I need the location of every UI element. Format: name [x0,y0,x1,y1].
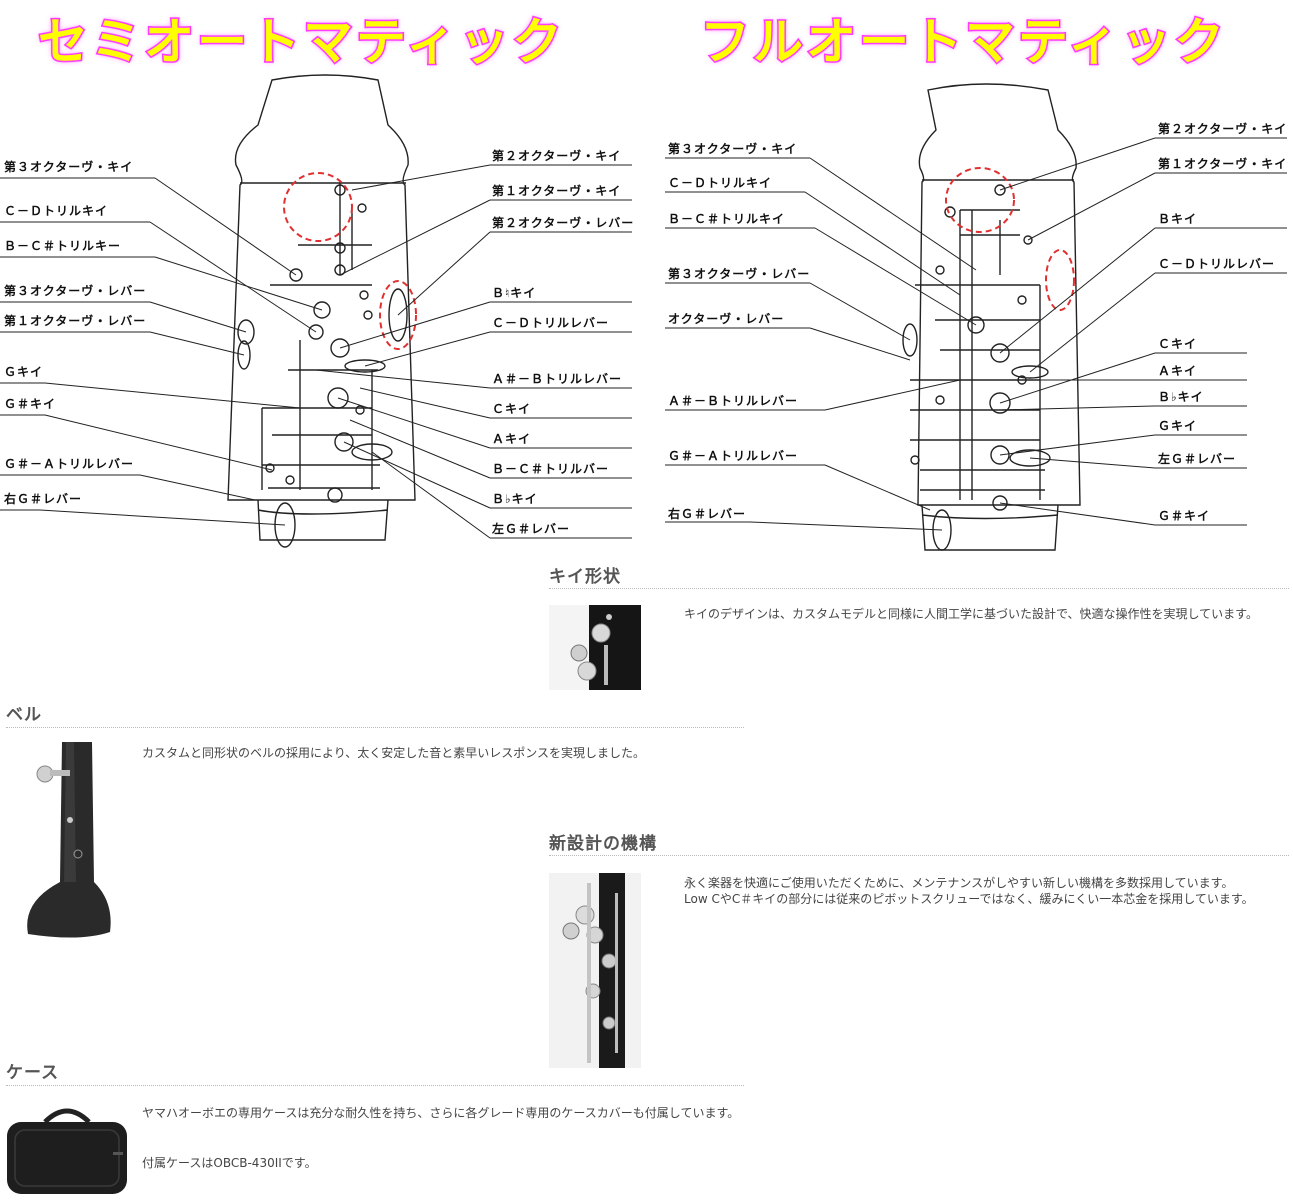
banner-semi-automatic: セミオートマティック [37,12,565,73]
bell-description: カスタムと同形状のベルの採用により、太く安定した音と素早いレスポンスを実現しまし… [142,746,646,760]
section-title-case: ケース [6,1063,60,1083]
label-3rd-octave-key: 第３オクターヴ・キイ [668,142,798,156]
label-octave-lever: オクターヴ・レバー [668,312,785,326]
label-left-g-sharp-lever: 左Ｇ＃レバー [492,522,571,536]
label-3rd-octave-lever: 第３オクターヴ・レバー [668,267,811,281]
case-description-1: ヤマハオーボエの専用ケースは充分な耐久性を持ち、さらに各グレード専用のケースカバ… [142,1106,740,1120]
label-g-key: Ｇキイ [1158,419,1198,433]
label-a-key: Ａキイ [492,432,532,446]
label-b-flat-key: Ｂ♭キイ [1158,390,1204,404]
label-c-key: Ｃキイ [1158,337,1198,351]
label-right-g-sharp-lever: 右Ｇ＃レバー [4,492,83,506]
oboe-top-joint-drawing [665,83,1287,551]
highlight-circle [283,172,353,242]
divider [549,855,1289,856]
divider [549,588,1289,589]
label-a-sharp-b-trill-lever: Ａ＃－Ｂトリルレバー [668,394,799,408]
label-left-g-sharp-lever: 左Ｇ＃レバー [1158,452,1237,466]
highlight-circle [379,280,417,350]
section-title-new-mechanism: 新設計の機構 [549,834,657,854]
label-g-sharp-a-trill-lever: Ｇ＃－Ａトリルレバー [668,449,799,463]
label-c-d-trill-lever: Ｃ－Ｄトリルレバー [492,316,610,330]
label-3rd-octave-key: 第３オクターヴ・キイ [4,160,134,174]
mechanism-description-2: Low CやC＃キイの部分には従来のピボットスクリューではなく、緩みにくい一本芯… [684,892,1254,906]
highlight-circle [945,167,1015,233]
label-b-c-sharp-trill-key: Ｂ－Ｃ＃トリルキイ [668,212,786,226]
label-right-g-sharp-lever: 右Ｇ＃レバー [668,507,747,521]
key-shape-photo [549,605,641,690]
mechanism-photo [549,873,641,1068]
mechanism-description-1: 永く楽器を快適にご使用いただくために、メンテナンスがしやすい新しい機構を多数採用… [684,876,1234,890]
section-title-key-shape: キイ形状 [549,567,621,587]
case-photo [5,1100,130,1198]
divider [6,1085,744,1086]
key-shape-description: キイのデザインは、カスタムモデルと同様に人間工学に基づいた設計で、快適な操作性を… [684,607,1258,621]
label-c-d-trill-lever: Ｃ－Ｄトリルレバー [1158,257,1276,271]
label-2nd-octave-key: 第２オクターヴ・キイ [492,149,622,163]
label-g-sharp-key: Ｇ＃キイ [4,397,57,411]
label-a-sharp-b-trill-lever: Ａ＃－Ｂトリルレバー [492,372,623,386]
label-c-d-trill-key: Ｃ－Ｄトリルキイ [4,204,109,218]
label-g-sharp-a-trill-lever: Ｇ＃－Ａトリルレバー [4,457,135,471]
label-g-sharp-key: Ｇ＃キイ [1158,509,1211,523]
label-c-key: Ｃキイ [492,402,532,416]
label-b-natural-key: Ｂ♮キイ [492,286,537,300]
label-b-c-sharp-trill-key: Ｂ－Ｃ＃トリルキー [4,239,122,253]
label-b-flat-key: Ｂ♭キイ [492,492,538,506]
label-1st-octave-key: 第１オクターヴ・キイ [492,184,622,198]
case-description-2: 付属ケースはOBCB-430IIです。 [142,1156,317,1170]
divider [6,727,744,728]
highlight-circle [1045,249,1075,311]
label-2nd-octave-lever: 第２オクターヴ・レバー [492,216,635,230]
label-1st-octave-lever: 第１オクターヴ・レバー [4,314,147,328]
label-1st-octave-key: 第１オクターヴ・キイ [1158,157,1288,171]
banner-full-automatic: フルオートマティック [699,12,1227,73]
oboe-top-joint-drawing [0,74,632,548]
label-a-key: Ａキイ [1158,364,1198,378]
label-3rd-octave-lever: 第３オクターヴ・レバー [4,284,147,298]
label-b-c-sharp-trill-bar: Ｂ－Ｃ＃トリルバー [492,462,610,476]
label-b-key: Ｂキイ [1158,212,1198,226]
label-g-key: Ｇキイ [4,365,44,379]
diagram-full-automatic: 第３オクターヴ・キイ Ｃ－Ｄトリルキイ Ｂ－Ｃ＃トリルキイ 第３オクターヴ・レバ… [660,70,1293,560]
diagram-semi-automatic: 第３オクターヴ・キイ Ｃ－Ｄトリルキイ Ｂ－Ｃ＃トリルキー 第３オクターヴ・レバ… [0,70,640,560]
label-c-d-trill-key: Ｃ－Ｄトリルキイ [668,176,773,190]
label-2nd-octave-key: 第２オクターヴ・キイ [1158,122,1288,136]
bell-photo [20,742,115,942]
section-title-bell: ベル [6,705,42,725]
